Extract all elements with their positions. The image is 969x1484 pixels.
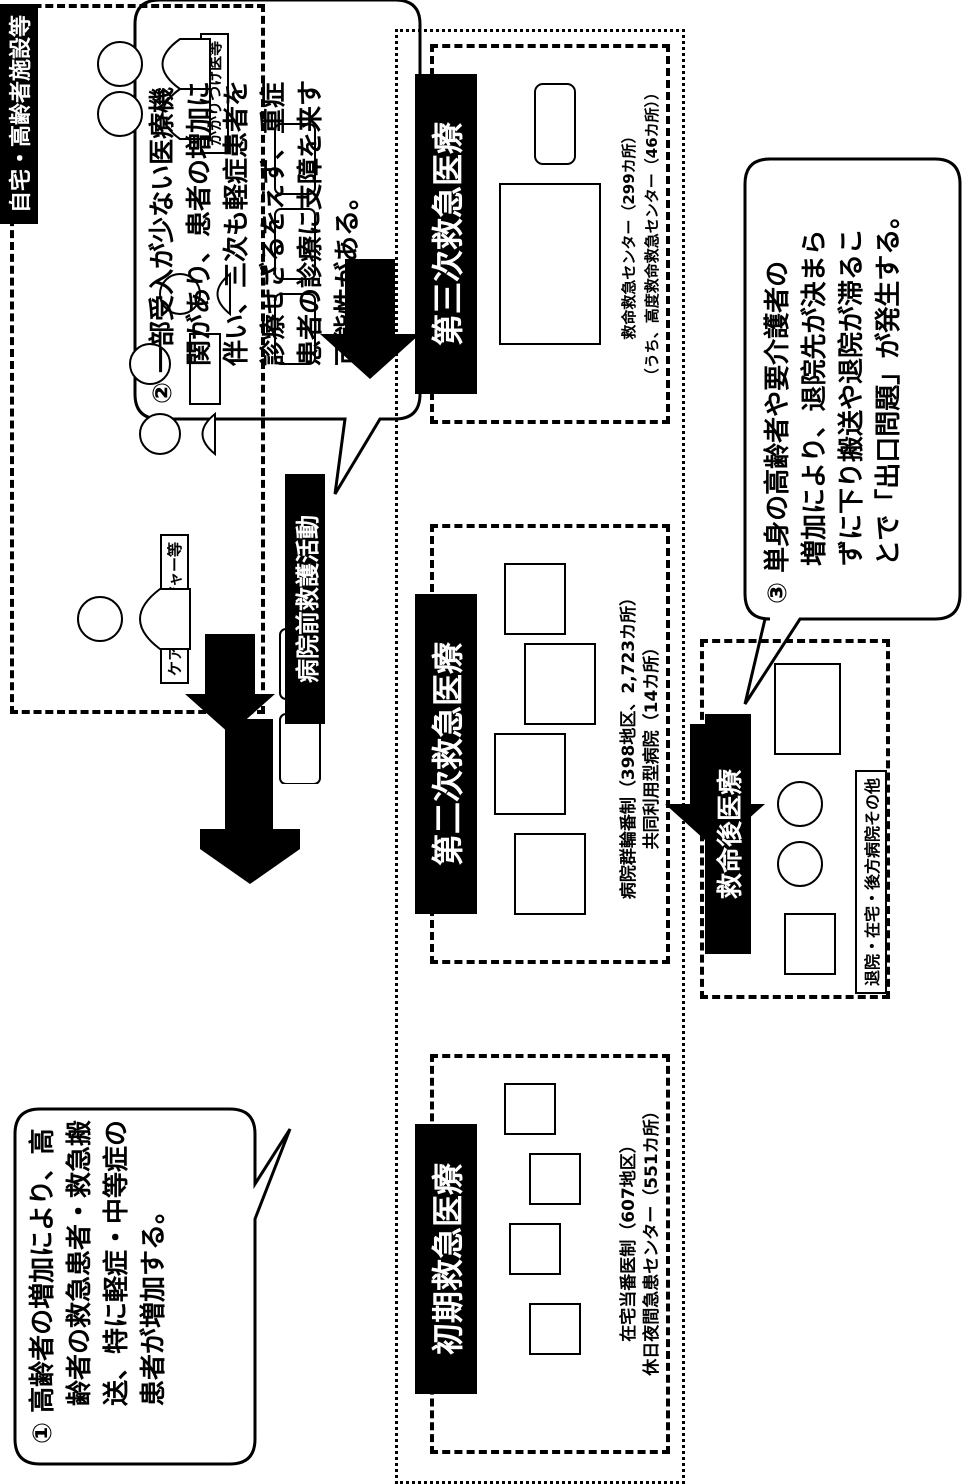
bubble-1-outline bbox=[13, 1107, 292, 1466]
bubble-1-line-1: 高齢者の増加により、高 bbox=[28, 1128, 58, 1413]
hospital-building-icon bbox=[524, 643, 596, 725]
bubble-2-line-2: 関があり、患者の増加に bbox=[185, 81, 215, 366]
tier-primary-caption-1: 在宅当番医制（607地区） bbox=[619, 1136, 639, 1342]
clinics-illustration bbox=[504, 1083, 581, 1355]
bubble-2-text: ② 一部受入が少ない医療機 関があり、患者の増加に 伴い、三次も軽症患者を 診療… bbox=[145, 4, 367, 404]
bubble-1-line-4: 患者が増加する。 bbox=[139, 1197, 169, 1406]
arrow-to-prehospital bbox=[185, 634, 275, 734]
tier-tertiary-title: 第三次救急医療 bbox=[415, 74, 477, 394]
post-care-caption: 退院・在宅・後方病院その他 bbox=[855, 769, 887, 994]
bubble-2-line-1: 一部受入が少ない医療機 bbox=[148, 86, 178, 373]
tier-secondary-caption-1: 病院群輪番制（398地区、2,723カ所） bbox=[619, 588, 639, 900]
bubble-3-line-3: ずに下り搬送や退院が滞るこ bbox=[837, 227, 867, 566]
tier-primary-caption-2: 休日夜間急患センター（551カ所） bbox=[642, 1102, 662, 1376]
tier-tertiary-caption-2: （うち、高度救命救急センター（46カ所）） bbox=[643, 84, 661, 384]
ambulance-icon bbox=[274, 293, 316, 365]
tier-primary-title: 初期救急医療 bbox=[415, 1124, 477, 1394]
bubble-2-line-4: 診療せざるをえず、重症 bbox=[259, 81, 289, 366]
large-hospital-icon bbox=[499, 183, 601, 345]
doctors-icon bbox=[97, 38, 211, 140]
emergency-center-illustration bbox=[499, 83, 601, 345]
bubble-3-outline bbox=[743, 157, 962, 705]
elderly-person-icon bbox=[777, 841, 823, 887]
arrow-to-tiers bbox=[320, 259, 420, 379]
people-illustration bbox=[77, 38, 231, 650]
ambulance-icon bbox=[274, 208, 316, 280]
bubble-2-line-5: 患者の診療に支障を来す bbox=[296, 79, 326, 366]
house-icon bbox=[784, 913, 836, 975]
tier-secondary-title: 第二次救急医療 bbox=[415, 594, 477, 914]
flow-arrow-1 bbox=[200, 719, 300, 884]
hospital-building-icon bbox=[514, 833, 586, 915]
ambulance-icon bbox=[274, 123, 316, 195]
rear-hospital-icon bbox=[774, 663, 841, 755]
clinic-building-icon bbox=[529, 1303, 581, 1355]
hospital-building-icon bbox=[494, 733, 566, 815]
bubble-3-text: ③ 単身の高齢者や要介護者の 増加により、退院先が決まら ずに下り搬送や退院が滞… bbox=[760, 164, 908, 604]
bubble-1-number: ① bbox=[28, 1421, 58, 1444]
hospitals-illustration bbox=[494, 563, 596, 915]
bubble-2-number: ② bbox=[148, 381, 178, 404]
post-care-illustration bbox=[774, 663, 841, 975]
bubble-3-line-4: とで「出口問題」が発生する。 bbox=[874, 202, 904, 566]
tier-tertiary-caption-1: 救命救急センター（299カ所） bbox=[620, 128, 638, 340]
bubble-1-line-3: 送、特に軽症・中等症の bbox=[102, 1119, 132, 1406]
bubble-1-line-2: 齢者の救急患者・救急搬 bbox=[65, 1119, 95, 1406]
bubble-2-line-3: 伴い、三次も軽症患者を bbox=[222, 79, 252, 366]
hospital-building-icon bbox=[504, 563, 566, 635]
caregiver-icon bbox=[777, 781, 823, 827]
bubble-3-line-2: 増加により、退院先が決まら bbox=[800, 229, 830, 566]
tier-secondary-caption-2: 共同利用型病院（14カ所） bbox=[642, 638, 662, 850]
clinic-building-icon bbox=[529, 1153, 581, 1205]
clinic-building-icon bbox=[504, 1083, 556, 1135]
bubble-2-line-6: 可能性がある。 bbox=[333, 183, 363, 366]
clinic-building-icon bbox=[509, 1223, 561, 1275]
bubble-3-number: ③ bbox=[763, 581, 793, 604]
caremanager-person-icon bbox=[77, 588, 191, 650]
post-care-label: 救命後医療 bbox=[705, 714, 751, 954]
helicopter-icon bbox=[534, 83, 576, 165]
bubble-3-line-1: 単身の高齢者や要介護者の bbox=[763, 260, 793, 573]
bubble-1-text: ① 高齢者の増加により、高 齢者の救急患者・救急搬 送、特に軽症・中等症の 患者… bbox=[25, 1114, 173, 1444]
patients-group-icon bbox=[129, 271, 231, 457]
